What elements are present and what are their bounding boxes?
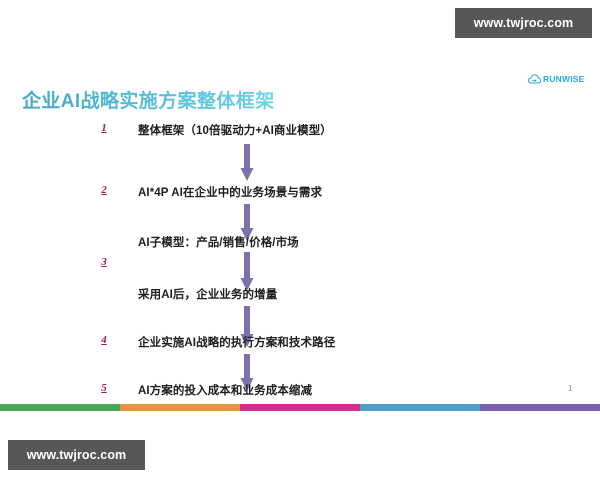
flow-row: 1 整体框架（10倍驱动力+AI商业模型） (0, 122, 600, 142)
flow-step-label-4: 采用AI后，企业业务的增量 (138, 289, 278, 301)
flow-step-number-1: 1 (101, 122, 107, 134)
flow-arrow-1-2 (240, 144, 254, 182)
flow-step-number-3: 3 (101, 256, 107, 268)
flow-step-label-5: 企业实施AI战略的执行方案和技术路径 (138, 337, 336, 349)
flow-step-label-1: 整体框架（10倍驱动力+AI商业模型） (138, 125, 332, 137)
cloud-arrow-icon (527, 73, 542, 85)
color-band-segment-blue (360, 404, 480, 411)
flow-row: 2 AI*4P AI在企业中的业务场景与需求 (0, 184, 600, 204)
color-band-segment-orange (120, 404, 240, 411)
brand-name: RUNWISE (543, 74, 585, 84)
flow-arrow-3-4 (240, 252, 254, 292)
flow-step-label-3: AI子模型：产品/销售/价格/市场 (138, 237, 299, 249)
footer-color-band (0, 404, 600, 411)
watermark-bottom-left: www.twjroc.com (8, 440, 145, 470)
flow-row: 4 企业实施AI战略的执行方案和技术路径 (0, 334, 600, 354)
flow-step-number-5: 5 (101, 382, 107, 394)
flow-row: 采用AI后，企业业务的增量 (0, 286, 600, 306)
flow-arrow-5-6 (240, 354, 254, 392)
flow-row: AI子模型：产品/销售/价格/市场 (0, 234, 600, 254)
flow-diagram: 1 整体框架（10倍驱动力+AI商业模型） 2 AI*4P AI在企业中的业务场… (0, 122, 600, 400)
flow-arrow-4-5 (240, 306, 254, 348)
flow-step-number-2: 2 (101, 184, 107, 196)
flow-step-label-2: AI*4P AI在企业中的业务场景与需求 (138, 187, 323, 199)
brand-logo: RUNWISE (527, 72, 585, 86)
page-title: 企业AI战略实施方案整体框架 (22, 86, 275, 113)
flow-arrow-2-3 (240, 204, 254, 242)
flow-row: 5 AI方案的投入成本和业务成本缩减 (0, 382, 600, 402)
color-band-segment-green (0, 404, 120, 411)
color-band-segment-pink (240, 404, 360, 411)
page-number: 1 (568, 384, 573, 393)
watermark-top-right: www.twjroc.com (455, 8, 592, 38)
flow-step-label-6: AI方案的投入成本和业务成本缩减 (138, 385, 313, 397)
flow-step-number-4: 4 (101, 334, 107, 346)
color-band-segment-purple (480, 404, 600, 411)
